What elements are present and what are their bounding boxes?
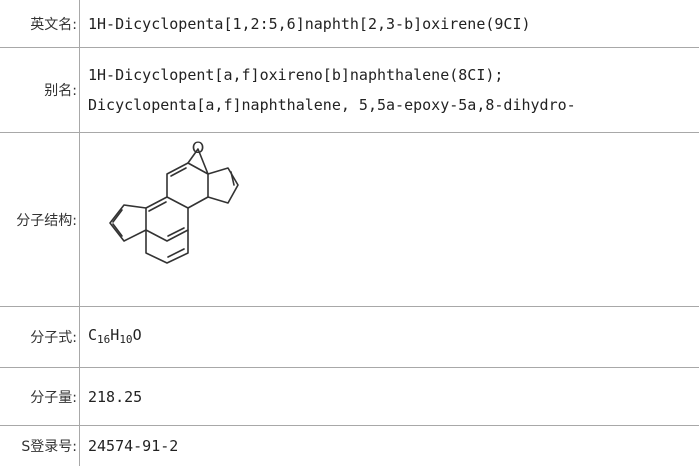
cas-label: S登录号: <box>0 426 80 466</box>
formula-h-count: 10 <box>119 332 133 346</box>
formula-o: O <box>132 325 142 344</box>
row-aliases: 别名: 1H-Dicyclopent[a,f]oxireno[b]naphtha… <box>0 48 699 133</box>
cas-text: 24574-91-2 <box>88 437 179 455</box>
weight-text: 218.25 <box>88 387 143 406</box>
english-name-label: 英文名: <box>0 0 80 47</box>
row-formula: 分子式: C16H10O <box>0 307 699 368</box>
formula-c: C <box>88 325 98 344</box>
molecule-structure-image: O <box>109 138 239 264</box>
row-structure: 分子结构: <box>0 133 699 307</box>
row-english-name: 英文名: 1H-Dicyclopenta[1,2:5,6]naphth[2,3-… <box>0 0 699 48</box>
oxygen-atom-label: O <box>192 138 205 157</box>
structure-label: 分子结构: <box>0 133 80 306</box>
english-name-text: 1H-Dicyclopenta[1,2:5,6]naphth[2,3-b]oxi… <box>88 14 531 33</box>
alias-line-1: 1H-Dicyclopent[a,f]oxireno[b]naphthalene… <box>88 66 504 84</box>
cas-value: 24574-91-2 <box>88 426 699 466</box>
weight-value: 218.25 <box>88 368 699 425</box>
formula-c-count: 16 <box>97 332 111 346</box>
row-weight: 分子量: 218.25 <box>0 368 699 426</box>
formula-label: 分子式: <box>0 307 80 367</box>
formula-h: H <box>110 325 120 344</box>
formula-value: C16H10O <box>88 307 699 367</box>
aliases-value: 1H-Dicyclopent[a,f]oxireno[b]naphthalene… <box>88 48 699 132</box>
english-name-value: 1H-Dicyclopenta[1,2:5,6]naphth[2,3-b]oxi… <box>88 0 699 47</box>
weight-label: 分子量: <box>0 368 80 425</box>
alias-line-2: Dicyclopenta[a,f]naphthalene, 5,5a-epoxy… <box>88 96 576 114</box>
aliases-label: 别名: <box>0 48 80 132</box>
row-cas: S登录号: 24574-91-2 <box>0 426 699 466</box>
